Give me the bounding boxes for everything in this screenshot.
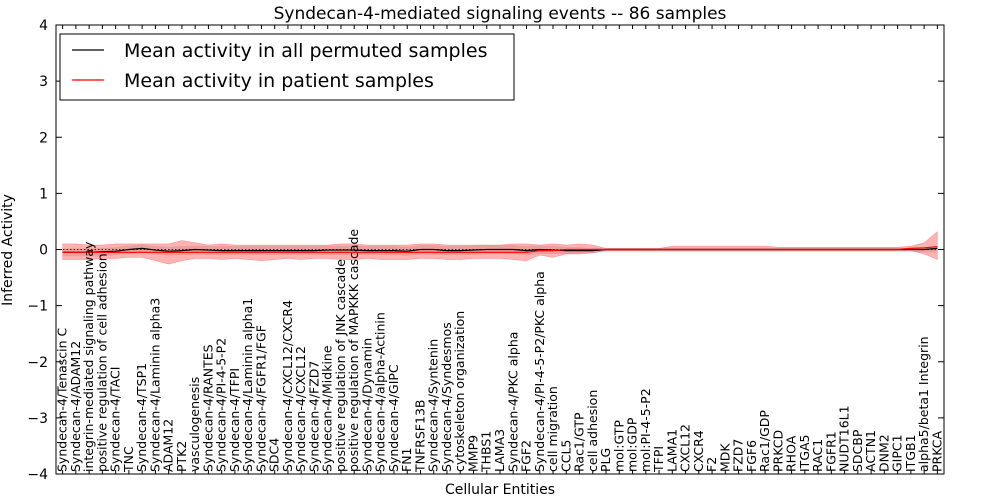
legend-label-patient: Mean activity in patient samples [124,70,434,92]
x-tick-label: PLG [598,448,613,472]
x-tick-label: GIPC1 [890,434,905,472]
x-tick-label: Syndecan-4/CXCL12 [293,346,308,472]
y-axis-label: Inferred Activity [0,194,16,306]
x-tick-label: CXCR4 [691,430,706,472]
x-tick-label: RHOA [784,435,799,472]
x-tick-label: Syndecan-4/Midkine [320,345,335,472]
x-tick-label: ADAM12 [161,419,176,472]
x-tick-label: ITGB1 [903,434,918,472]
y-tick-label: −3 [27,411,48,427]
x-tick-label: positive regulation of MAPKKK cascade [346,229,361,472]
x-tick-label: Rac1/GDP [757,410,772,472]
x-tick-label: PTK2 [174,441,189,472]
x-tick-label: ITGA5 [797,434,812,472]
x-tick-label: positive regulation of JNK cascade [333,259,348,472]
x-tick-label: FGF6 [744,440,759,472]
x-tick-label: PRKCD [770,430,785,472]
x-tick-label: Syndecan-4/Syndesmos [439,322,454,472]
x-tick-label: Syndecan-4/Laminin alpha1 [240,298,255,472]
y-tick-label: 1 [39,186,48,202]
x-tick-label: F2 [704,457,719,472]
x-tick-label: mol:GDP [625,417,640,472]
x-tick-label: TFPI [651,446,666,473]
x-tick-label: Syndecan-4/Syntenin [426,339,441,472]
x-tick-label: DNM2 [876,434,891,472]
y-tick-label: −2 [27,355,48,371]
permuted-band [62,244,938,257]
x-tick-label: TNC [121,446,136,473]
x-tick-label: Syndecan-4/FGFR1/FGF [253,325,268,472]
patient-series-line [62,246,938,253]
x-tick-label: ACTN1 [863,430,878,472]
x-tick-label: Syndecan-4/GIPC [386,364,401,472]
x-tick-label: Syndecan-4/TSP1 [134,363,149,472]
x-tick-label: NUDT16L1 [837,405,852,472]
x-tick-label: positive regulation of cell adhesion [94,253,109,472]
chart-title: Syndecan-4-mediated signaling events -- … [274,4,727,24]
x-tick-label: FGF2 [519,440,534,472]
x-tick-label: CXCL12 [678,424,693,472]
x-tick-label: integrin-mediated signaling pathway [81,241,96,472]
x-tick-label: SDCBP [850,429,865,472]
x-tick-label: Syndecan-4/alpha-Actinin [373,312,388,472]
x-tick-label: Syndecan-4/Laminin alpha3 [147,298,162,472]
x-tick-label: Syndecan-4/PI-4-5-P2 [214,338,229,472]
x-tick-label: MDK [717,443,732,472]
x-tick-label: cell adhesion [585,390,600,472]
legend-box [59,33,515,101]
x-tick-label: vasculogenesis [187,377,202,472]
x-tick-label: Syndecan-4/TACI [108,367,123,472]
y-tick-label: 2 [39,130,48,146]
x-tick-label: THBS1 [479,431,494,473]
x-tick-label: Syndecan-4/RANTES [200,344,215,472]
x-tick-label: PRKCA [929,431,944,472]
y-tick-label: 3 [39,74,48,90]
x-tick-label: CCL5 [558,440,573,472]
x-tick-label: Syndecan-4/FZD7 [306,361,321,472]
x-tick-label: SDC4 [267,438,282,472]
x-tick-label: FGFR1 [823,431,838,472]
x-tick-label: mol:GTP [611,420,626,472]
x-tick-label: Syndecan-4/CXCL12/CXCR4 [280,300,295,472]
x-tick-label: LAMA3 [492,429,507,472]
x-tick-label: cell migration [545,386,560,472]
x-tick-label: alpha5/beta1 Integrin [916,336,931,472]
x-tick-label: MMP9 [465,435,480,472]
y-tick-label: −1 [27,299,48,315]
x-tick-label: Syndecan-4/PKC alpha [505,332,520,472]
x-tick-label: Syndecan-4/ADAM12 [68,341,83,472]
x-tick-label: Rac1/GTP [572,412,587,472]
y-tick-label: 0 [39,243,48,259]
x-tick-label: FZD7 [731,439,746,472]
x-tick-label: FN1 [399,448,414,473]
x-tick-label: Syndecan-4/Tenascin C [55,327,70,472]
legend: Mean activity in all permuted samples Me… [59,33,515,101]
patient-band [62,231,938,265]
x-tick-label: Syndecan-4/Dynamin [359,338,374,472]
y-tick-label: 4 [39,18,48,34]
x-tick-label: TNFRSF13B [412,400,427,473]
legend-label-permuted: Mean activity in all permuted samples [124,40,487,62]
y-tick-label: −4 [27,467,48,483]
x-tick-label: Syndecan-4/TFPI [227,368,242,472]
x-axis-label: Cellular Entities [445,482,555,498]
x-tick-label: RAC1 [810,439,825,472]
x-tick-label: Syndecan-4/PI-4-5-P2/PKC alpha [532,271,547,472]
x-tick-label: LAMA1 [664,429,679,472]
x-tick-label: cytoskeleton organization [452,311,467,472]
x-tick-label: mol:PI-4-5-P2 [638,388,653,472]
